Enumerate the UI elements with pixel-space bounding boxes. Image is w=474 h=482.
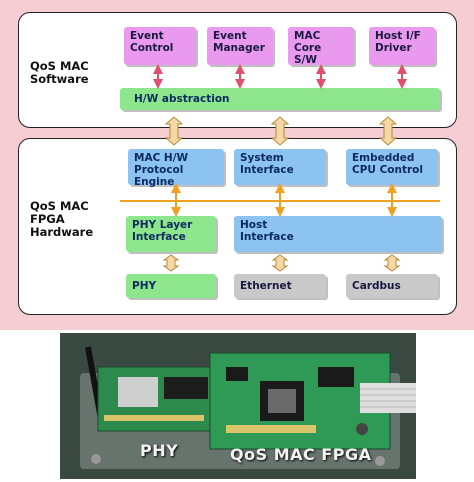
hw-abstraction-bar: H/W abstraction	[120, 88, 440, 110]
connector-overlay	[120, 64, 440, 272]
host-interface: Host Interface	[234, 216, 442, 252]
photo-caption-fpga: QoS MAC FPGA	[230, 445, 372, 464]
board-illustration	[60, 333, 416, 479]
external-cardbus: Cardbus	[346, 274, 438, 298]
fpga-board-photo: PHY QoS MAC FPGA	[60, 333, 416, 479]
hardware-label: QoS MAC FPGA Hardware	[30, 199, 94, 239]
hw-external-fat-arrows	[162, 254, 401, 272]
embedded-cpu-control: Embedded CPU Control	[346, 149, 438, 185]
external-phy: PHY	[126, 274, 216, 298]
internal-bus	[120, 183, 440, 217]
software-label: QoS MAC Software	[30, 59, 89, 86]
sw-hw-fat-arrows	[164, 116, 398, 146]
photo-caption-phy: PHY	[140, 441, 179, 460]
module-event-control: Event Control	[124, 27, 196, 65]
module-mac-core-sw: MAC Core S/W	[288, 27, 354, 66]
phy-layer-interface: PHY Layer Interface	[126, 216, 216, 252]
mac-hw-protocol-engine: MAC H/W Protocol Engine	[128, 149, 224, 188]
module-event-manager: Event Manager	[207, 27, 273, 65]
software-module-connectors	[153, 64, 407, 89]
module-host-if-driver: Host I/F Driver	[369, 27, 435, 65]
system-interface: System Interface	[234, 149, 326, 185]
external-ethernet: Ethernet	[234, 274, 326, 298]
